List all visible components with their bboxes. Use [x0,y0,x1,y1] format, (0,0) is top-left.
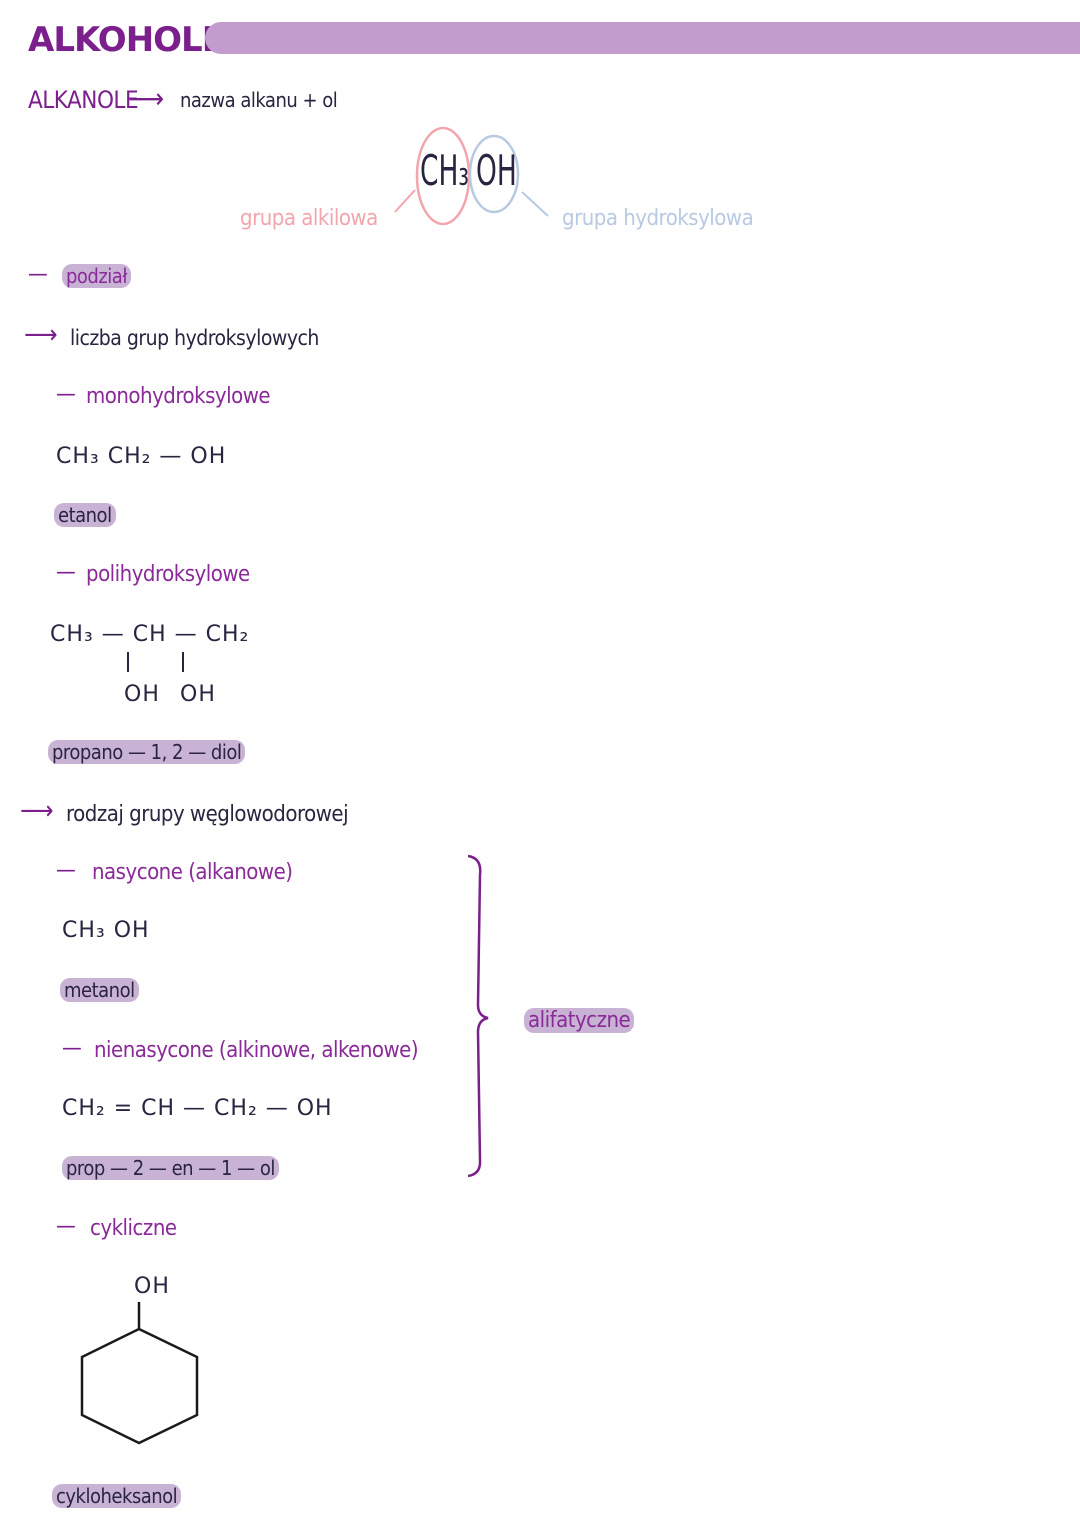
poly-formula: CH₃ — CH — CH₂ [50,622,250,647]
saturated-label: nasycone (alkanowe) [92,860,293,885]
by-group-label: rodzaj grupy węglowodorowej [66,802,349,827]
dash-icon: — [56,382,76,407]
arrow-icon: ⟶ [128,82,165,115]
cyclic-oh: OH [134,1274,170,1299]
unsaturated-name: prop — 2 — en — 1 — ol [62,1156,279,1180]
poly-oh-1: OH [124,682,160,707]
page-title: ALKOHOLE [28,20,225,60]
poly-name: propano — 1, 2 — diol [48,740,246,764]
cyclic-label: cykliczne [90,1216,177,1241]
title-bar [205,22,1080,54]
dash-icon: — [56,560,76,585]
alkyl-group-label: grupa alkilowa [240,206,378,231]
dash-icon: — [28,262,48,287]
dash-icon: — [62,1036,82,1061]
formula-oh: OH [476,146,517,195]
formula-ch3: CH₃ [420,146,469,195]
dash-icon: — [56,858,76,883]
mono-formula: CH₃ CH₂ — OH [56,444,227,469]
dash-icon: — [56,1214,76,1239]
arrow-icon: ⟶ [20,796,54,826]
alkanole-term: ALKANOLE [28,86,139,114]
mono-name: etanol [54,503,116,527]
unsaturated-label: nienasycone (alkinowe, alkenowe) [94,1038,419,1063]
naming-rule: nazwa alkanu + ol [180,88,338,112]
division-heading: podział [62,264,131,288]
arrow-icon: ⟶ [24,320,58,350]
cyclohexane-ring [82,1329,197,1443]
poly-label: polihydroksylowe [86,562,250,587]
saturated-formula: CH₃ OH [62,918,150,943]
unsaturated-formula: CH₂ = CH — CH₂ — OH [62,1096,333,1121]
saturated-name: metanol [60,978,139,1002]
hydroxyl-group-label: grupa hydroksylowa [562,206,754,231]
cyclic-name: cykloheksanol [52,1484,182,1508]
by-count-label: liczba grup hydroksylowych [70,326,319,350]
poly-oh-2: OH [180,682,216,707]
aliphatic-label: alifatyczne [524,1008,635,1033]
mono-label: monohydroksylowe [86,384,271,409]
